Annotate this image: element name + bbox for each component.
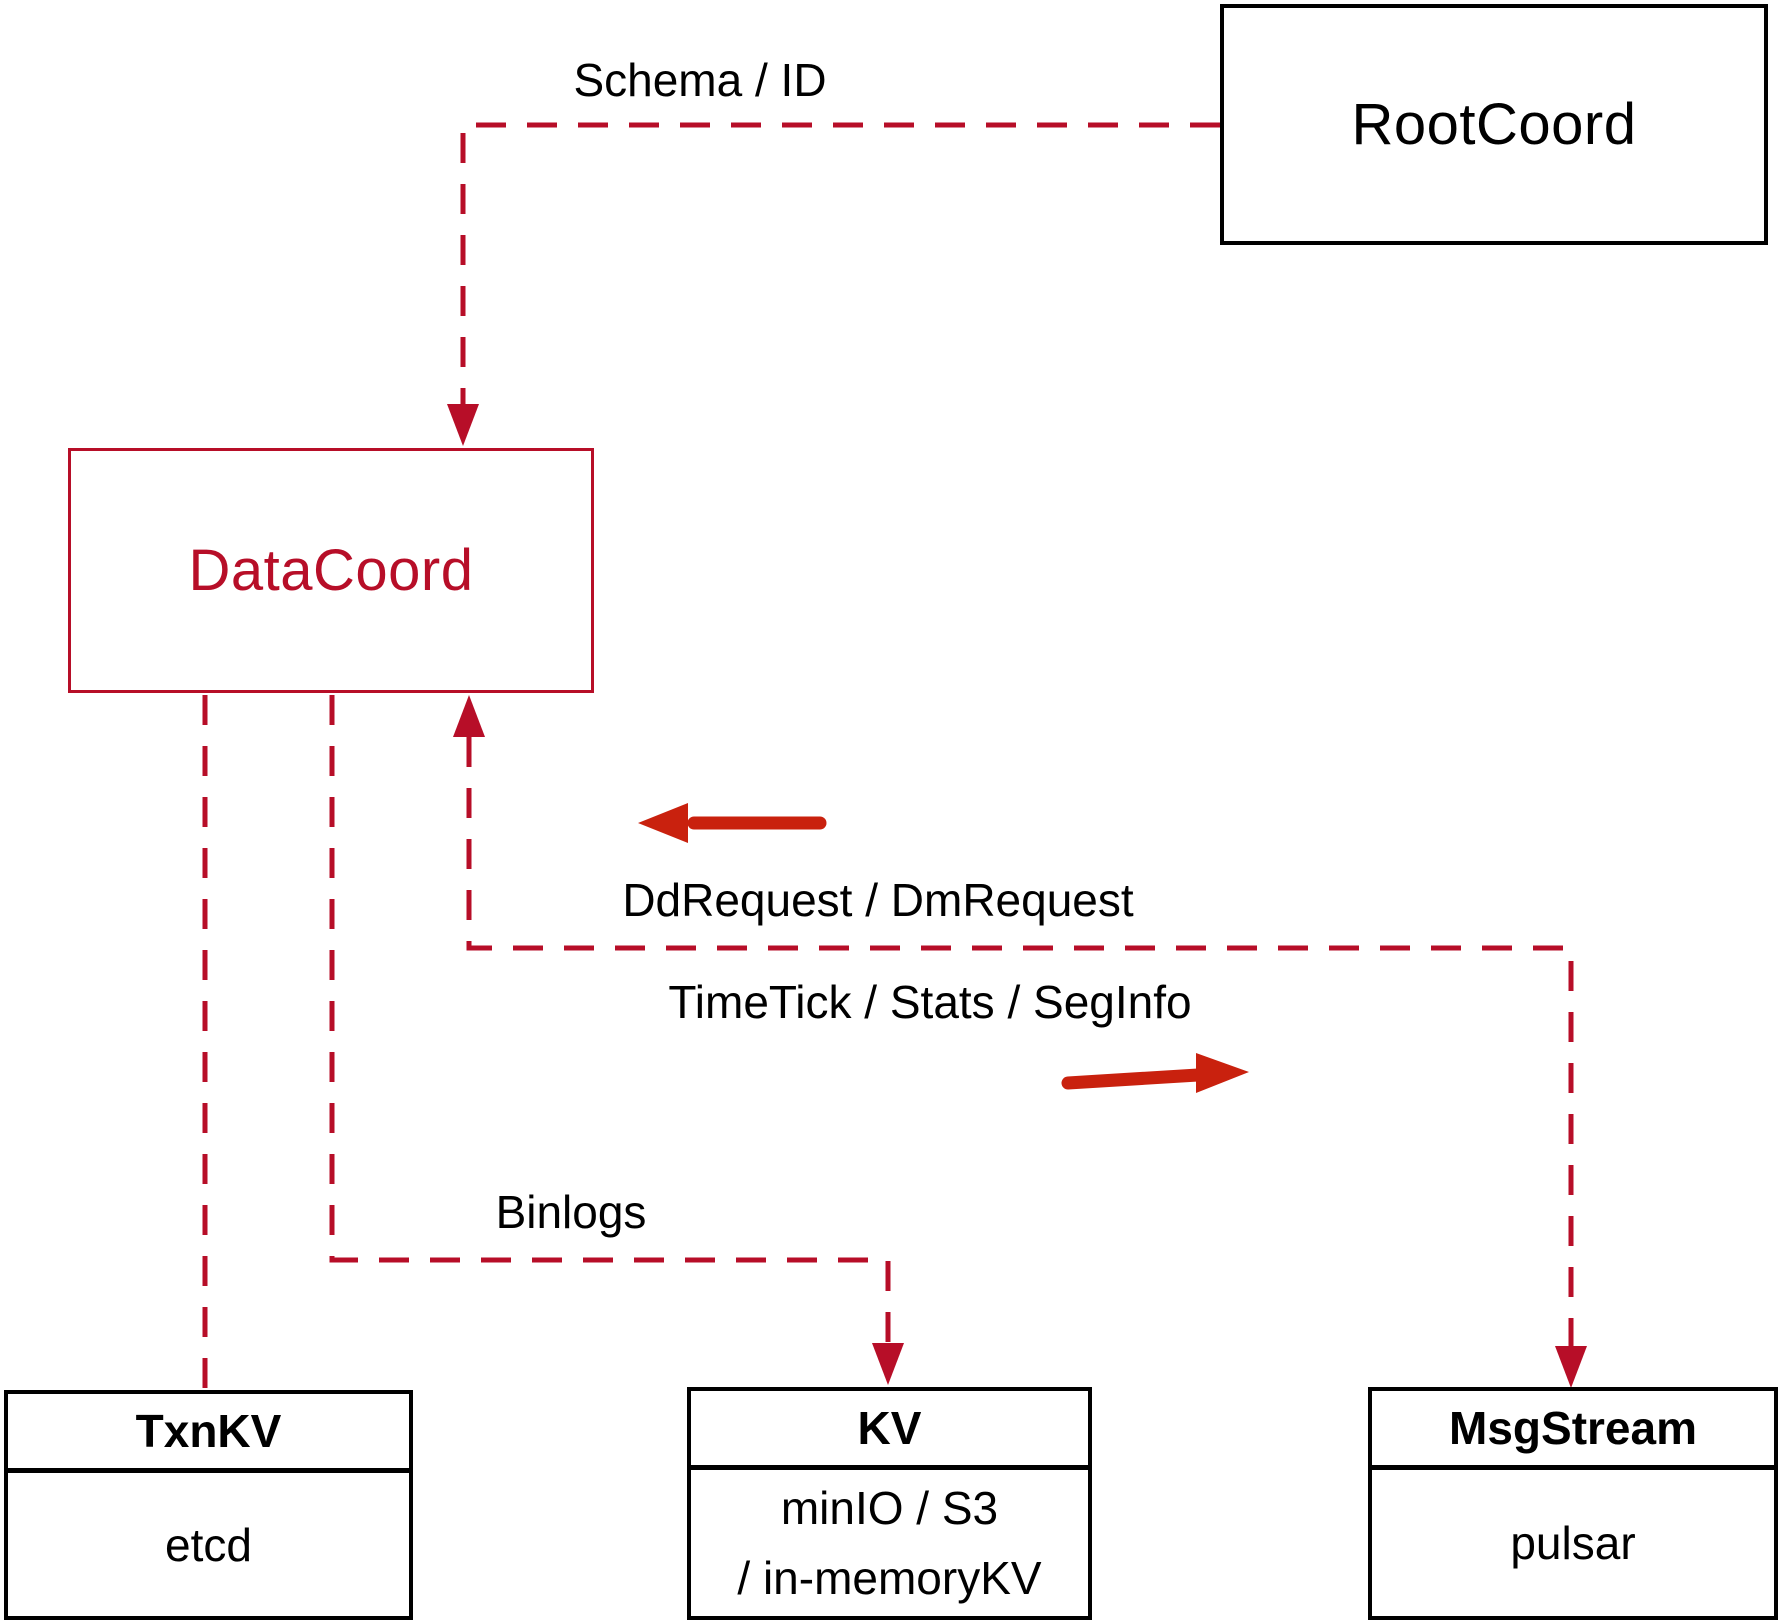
msgstream-header: MsgStream xyxy=(1372,1391,1774,1470)
schema-id-arrowhead-icon xyxy=(447,404,479,446)
request-timetick-connector xyxy=(466,737,1574,1346)
schema-id-connector xyxy=(460,122,1220,406)
kv-body-line2: / in-memoryKV xyxy=(737,1552,1042,1604)
datacoord-node: DataCoord xyxy=(68,448,594,693)
right-direction-arrow-shaft xyxy=(1061,1068,1205,1090)
binlogs-label: Binlogs xyxy=(495,1186,647,1238)
datacoord-up-arrowhead-icon xyxy=(453,695,485,737)
binlogs-connector xyxy=(329,695,891,1343)
schema-id-label: Schema / ID xyxy=(573,54,827,106)
rootcoord-title: RootCoord xyxy=(1351,92,1637,157)
txnkv-node: TxnKV etcd xyxy=(4,1390,413,1620)
txnkv-header: TxnKV xyxy=(8,1394,409,1473)
kv-body: minIO / S3 / in-memoryKV xyxy=(691,1470,1088,1616)
datacoord-title: DataCoord xyxy=(188,538,474,603)
kv-body-line1: minIO / S3 xyxy=(780,1482,999,1534)
txnkv-body: etcd xyxy=(165,1518,252,1571)
right-direction-arrow-icon xyxy=(1196,1053,1249,1093)
kv-down-arrowhead-icon xyxy=(872,1343,904,1385)
msgstream-down-arrowhead-icon xyxy=(1555,1346,1587,1388)
kv-header: KV xyxy=(691,1391,1088,1470)
time-tick-label: TimeTick / Stats / SegInfo xyxy=(668,976,1192,1028)
msgstream-body: pulsar xyxy=(1510,1517,1636,1569)
msgstream-node: MsgStream pulsar xyxy=(1368,1387,1778,1620)
left-direction-arrow-icon xyxy=(638,803,688,843)
kv-node: KV minIO / S3 / in-memoryKV xyxy=(687,1387,1092,1620)
rootcoord-node: RootCoord xyxy=(1220,4,1768,245)
dd-request-label: DdRequest / DmRequest xyxy=(622,874,1134,926)
